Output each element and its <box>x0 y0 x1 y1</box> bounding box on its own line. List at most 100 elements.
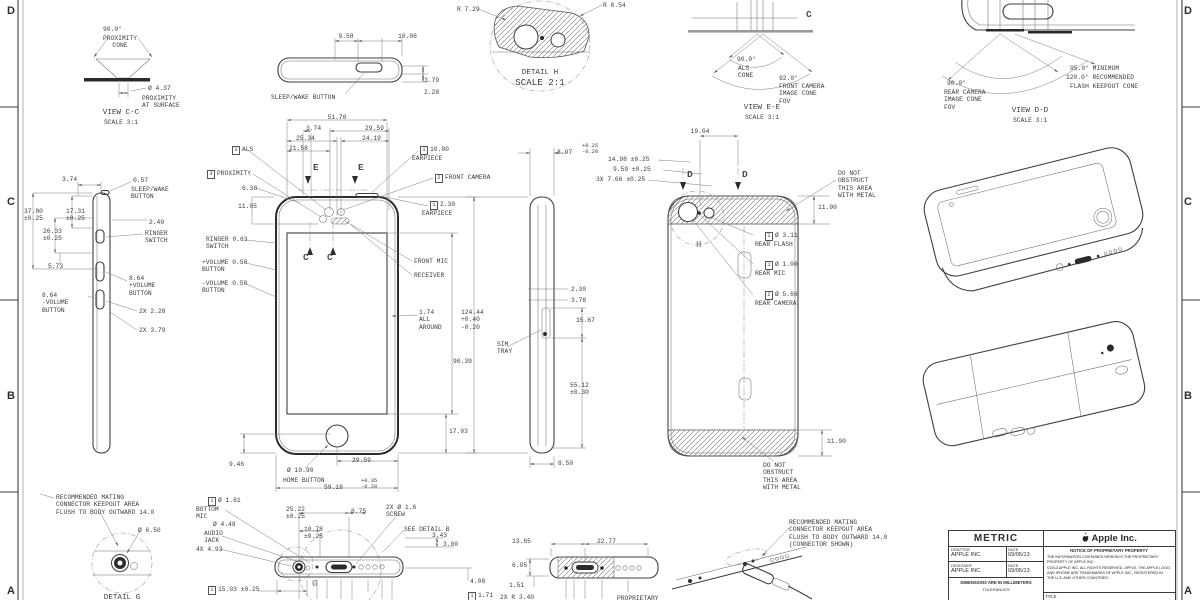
dimension-label: 25.22 ±0.25 <box>286 506 305 521</box>
side-view-left <box>32 181 147 454</box>
dimension-label: 25.34 <box>296 135 315 142</box>
dimension-label: C <box>303 252 309 263</box>
dimension-label: RINGER 0.63 SWITCH <box>206 236 248 251</box>
dimension-label: 3X 7.66 ±0.25 <box>596 176 646 183</box>
dimension-label: Ø 4.37 <box>148 85 171 92</box>
dimension-label: 3.79 <box>424 77 440 84</box>
zone-letter-right-c: C <box>1184 196 1192 208</box>
front-view <box>240 119 478 492</box>
dimension-label: 15.67 <box>576 317 595 324</box>
dimension-label: Ø 6.50 <box>138 527 161 534</box>
dimension-label: 8.64 +VOLUME BUTTON <box>129 275 156 297</box>
dimension-label: 2.40 <box>149 219 165 226</box>
dimension-label: EARPIECE <box>422 210 453 217</box>
dimension-label: G <box>312 578 318 589</box>
dimension-label: 29.59 <box>365 125 384 132</box>
drafter-value: APPLE INC. <box>951 552 982 558</box>
designer-date-value: 09/05/13 <box>1008 568 1030 574</box>
dimension-label: 55.12 ±0.30 <box>570 382 589 397</box>
dimension-label: 9.58 <box>338 33 354 40</box>
notice-title: NOTICE OF PROPRIETARY PROPERTY <box>1070 548 1148 553</box>
dimension-label: 10.06 <box>398 33 417 40</box>
drafter-date-value: 09/05/13 <box>1008 552 1030 558</box>
dimension-label: 24.19 <box>362 135 381 142</box>
shared-dimensions <box>466 196 528 454</box>
dimension-label: RECOMMENDED MATING CONNECTOR KEEPOUT ARE… <box>789 519 888 549</box>
dimension-label: SEE DETAIL B <box>404 526 450 533</box>
designer-row: DESIGNER DATE APPLE INC. 09/05/13 <box>949 562 1043 578</box>
dimension-label: 90.0° <box>103 26 122 33</box>
view-cc <box>84 37 153 97</box>
dimension-label: VIEW D-D <box>1011 107 1049 115</box>
dimension-label: RINGER SWITCH <box>145 230 168 245</box>
dimension-label: 95.0° MINIMUM <box>1070 65 1120 72</box>
bottom-edge-view <box>219 509 472 600</box>
dimension-label: Ø 10.90 <box>287 467 314 474</box>
dimension-label: FRONT CAMERA IMAGE CONE FOV <box>779 83 825 105</box>
side-view-center <box>506 148 713 468</box>
detail-h <box>477 0 603 92</box>
zone-letter-right-b: B <box>1184 390 1192 402</box>
drafter-label: DRAFTER <box>951 547 970 552</box>
dimension-label: 90.0° <box>737 56 756 63</box>
dimension-label: 1.51 <box>509 582 525 589</box>
dimension-label: 3.74 <box>62 176 78 183</box>
dimension-label: REAR MIC <box>755 270 786 277</box>
dimension-label: R 8.54 <box>603 2 626 9</box>
dimension-label: 1.74 ALL AROUND <box>419 309 442 331</box>
dimension-label: SLEEP/WAKE BUTTON <box>131 186 169 201</box>
dimension-label: 29.59 <box>352 457 371 464</box>
dimension-label: 2X R 3.40 <box>500 594 535 600</box>
dimension-label: FRONT MIC <box>414 258 449 265</box>
dimension-label: 11.90 <box>827 438 846 445</box>
dimension-label: 37.80 ±0.25 <box>24 208 43 223</box>
dimension-label: 8.64 -VOLUME BUTTON <box>42 292 69 314</box>
dimension-label: +0.25 -0.20 <box>582 143 599 155</box>
dimension-label: VIEW E-E <box>743 104 781 112</box>
company-name-text: Apple Inc. <box>1091 533 1137 544</box>
dimension-label: DO NOT OBSTRUCT THIS AREA WITH METAL <box>838 170 876 200</box>
dimension-label: BOTTOM MIC <box>196 506 219 521</box>
bottom-keepout-view <box>526 543 659 599</box>
dimension-label: AUDIO JACK <box>204 530 223 545</box>
dimension-label: 17.03 <box>449 428 468 435</box>
company-name: Apple Inc. <box>1043 531 1175 546</box>
zone-letter-left-a: A <box>7 585 15 597</box>
view-ee <box>688 0 813 90</box>
dimension-label: 13.65 <box>512 538 531 545</box>
dimension-label: R 7.29 <box>457 6 480 13</box>
dimension-label: C <box>327 252 333 263</box>
title-cell-label: TITLE <box>1045 594 1057 599</box>
dimension-label: 21.58 <box>289 145 308 152</box>
dimension-label: DETAIL H <box>521 69 559 77</box>
dimension-label: SIM TRAY <box>497 341 513 356</box>
notice-body-2: ©2013 APPLE INC. ALL RIGHTS RESERVED. AP… <box>1047 566 1171 580</box>
dimension-label: EARPIECE <box>412 155 443 162</box>
title-block-right: NOTICE OF PROPRIETARY PROPERTY THE INFOR… <box>1043 546 1175 600</box>
zone-letter-right-d: D <box>1184 5 1192 17</box>
dimension-label: 2X 3.79 <box>139 327 166 334</box>
drafter-date-label: DATE <box>1008 547 1019 552</box>
dimension-label: REAR CAMERA IMAGE CONE FOV <box>944 89 986 111</box>
dimension-label: 0.57 <box>133 177 149 184</box>
dimension-label: 6.38 <box>242 185 258 192</box>
dimension-label: 2X Ø 1.6 SCREW <box>386 504 417 519</box>
dimension-label: 9.59 ±0.25 <box>613 166 651 173</box>
dimension-label: 2.30 <box>571 286 587 293</box>
designer-label: DESIGNER <box>951 563 972 568</box>
metric-label: METRIC <box>949 531 1044 546</box>
dimension-label: -VOLUME 0.58 BUTTON <box>202 280 248 295</box>
dimension-label: D <box>742 169 748 180</box>
title-block: METRIC Apple Inc. DRAFTER DATE APPLE INC… <box>948 530 1176 600</box>
dimension-label: 6.05 <box>512 562 528 569</box>
dimension-label: +VOLUME 0.58 BUTTON <box>202 259 248 274</box>
